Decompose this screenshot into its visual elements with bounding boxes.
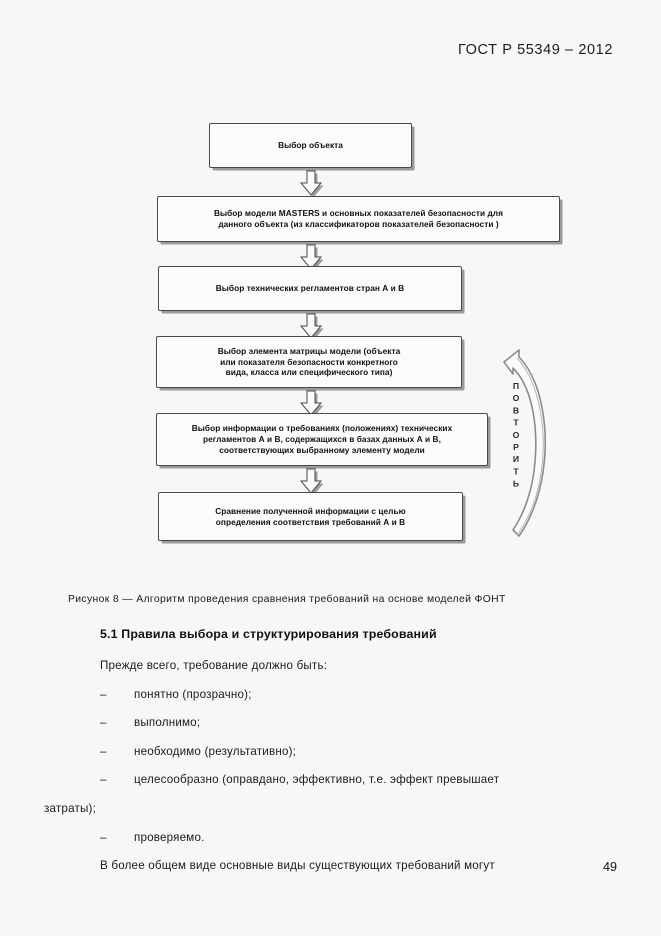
section-heading: 5.1 Правила выбора и структурирования тр… bbox=[100, 627, 437, 641]
flowchart-box-6-line1: Сравнение полученной информации с целью bbox=[215, 505, 406, 516]
loop-back-arrow-icon bbox=[503, 349, 546, 537]
body-text: Прежде всего, требование должно быть: – … bbox=[44, 652, 617, 881]
loop-back-label: ПОВТОРИТЬ bbox=[511, 381, 521, 491]
bullet-dash: – bbox=[100, 773, 107, 787]
flowchart-box-6: Сравнение полученной информации с целью … bbox=[158, 492, 463, 541]
flowchart-box-3-text: Выбор технических регламентов стран А и … bbox=[215, 283, 405, 294]
flow-arrow-3-icon bbox=[299, 313, 324, 341]
flowchart-box-2-line1: Выбор модели MASTERS и основных показате… bbox=[213, 208, 504, 219]
bullet-text: целесообразно (оправдано, эффективно, т.… bbox=[134, 773, 500, 787]
flowchart-box-1-text: Выбор объекта bbox=[278, 140, 343, 151]
flowchart-box-2-line2: данного объекта (из классификаторов пока… bbox=[218, 219, 499, 229]
bullet-dash: – bbox=[100, 744, 107, 758]
flowchart-box-6-line2: определения соответствия требований А и … bbox=[215, 516, 406, 527]
flowchart-box-5-line1: Выбор информации о требованиях (положени… bbox=[191, 423, 453, 434]
figure-caption: Рисунок 8 — Алгоритм проведения сравнени… bbox=[68, 594, 506, 605]
bullet-text: выполнимо; bbox=[134, 716, 201, 730]
closing-paragraph: В более общем виде основные виды существ… bbox=[100, 859, 495, 873]
bullet-text: проверяемо. bbox=[134, 830, 205, 844]
bullet-dash: – bbox=[100, 830, 107, 844]
flow-arrow-5-icon bbox=[299, 468, 324, 496]
flowchart-figure: Выбор объекта Выбор модели MASTERS и осн… bbox=[156, 123, 560, 541]
bullet-text: понятно (прозрачно); bbox=[134, 687, 252, 701]
flowchart-box-4: Выбор элемента матрицы модели (объекта и… bbox=[156, 336, 462, 388]
flowchart-box-5-line2: регламентов А и В, содержащихся в базах … bbox=[203, 434, 441, 445]
document-header: ГОСТ Р 55349 – 2012 bbox=[458, 42, 613, 58]
page-number: 49 bbox=[602, 860, 617, 874]
intro-paragraph: Прежде всего, требование должно быть: bbox=[100, 659, 328, 672]
bullet-dash: – bbox=[100, 716, 107, 730]
list-item: – выполнимо; bbox=[44, 709, 617, 738]
flowchart-box-2: Выбор модели MASTERS и основных показате… bbox=[157, 196, 560, 242]
list-item: – понятно (прозрачно); bbox=[44, 681, 617, 710]
bullet-continuation: затраты); bbox=[44, 801, 96, 815]
list-item: – проверяемо. bbox=[44, 824, 617, 853]
bullet-dash: – bbox=[100, 687, 107, 701]
flow-arrow-4-icon bbox=[299, 390, 324, 418]
flowchart-box-4-line3: вида, класса или специфического типа) bbox=[225, 367, 393, 378]
list-item: – необходимо (результативно); bbox=[44, 738, 617, 767]
flow-arrow-1-icon bbox=[299, 170, 324, 198]
flowchart-box-5-line3: соответствующих выбранному элементу моде… bbox=[219, 444, 425, 455]
flowchart-box-4-line1: Выбор элемента матрицы модели (объекта bbox=[217, 345, 401, 356]
list-item: – целесообразно (оправдано, эффективно, … bbox=[44, 766, 617, 795]
flow-arrow-2-icon bbox=[299, 244, 324, 272]
flowchart-box-3: Выбор технических регламентов стран А и … bbox=[158, 266, 462, 311]
flowchart-box-4-line2: или показателя безопасности конкретного bbox=[220, 356, 398, 367]
flowchart-box-1: Выбор объекта bbox=[209, 123, 412, 168]
flowchart-box-5: Выбор информации о требованиях (положени… bbox=[156, 413, 488, 466]
bullet-text: необходимо (результативно); bbox=[134, 744, 297, 758]
